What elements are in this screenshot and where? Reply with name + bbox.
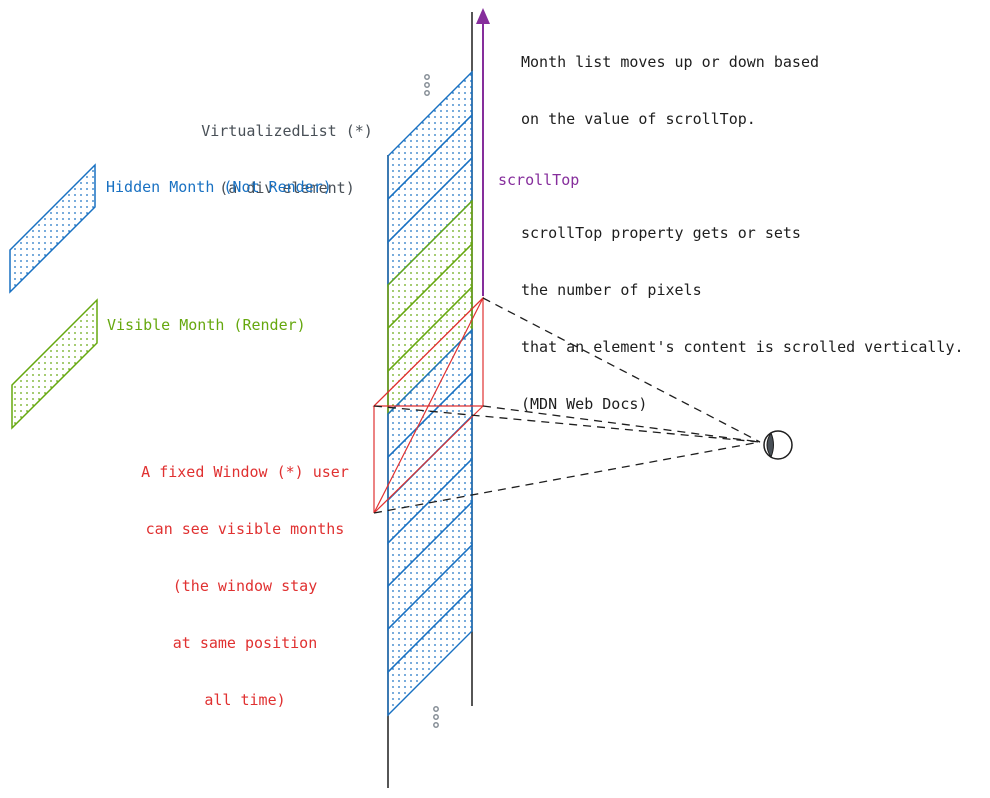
month-stack (387, 70, 473, 717)
fixed-window (372, 296, 484, 514)
scrolltop-label: scrollTop (498, 171, 580, 189)
virtualized-list-label: VirtualizedList (*) (a div element) (177, 84, 397, 217)
note-line: (MDN Web Docs) (521, 395, 648, 413)
note-line: Month list moves up or down based (521, 53, 820, 71)
fixed-window-label: A fixed Window (*) user can see visible … (125, 425, 365, 729)
note-line: the number of pixels (521, 281, 702, 299)
note-spacer (521, 167, 964, 186)
legend-visible-label: Visible Month (Render) (107, 316, 306, 334)
sight-lines (373, 297, 761, 514)
window-label-line: all time) (204, 691, 286, 709)
eye-icon (763, 430, 793, 460)
scroll-arrow (476, 8, 490, 296)
window-label-line: can see visible months (145, 520, 345, 538)
arrow-up-icon (476, 8, 490, 24)
legend-hidden-swatch (9, 163, 96, 294)
note-line: scrollTop property gets or sets (521, 224, 801, 242)
legend-hidden-label: Hidden Month (Not Render) (106, 178, 332, 196)
window-label-line: A fixed Window (*) user (141, 463, 349, 481)
note-line: on the value of scrollTop. (521, 110, 756, 128)
ellipsis-icon (424, 74, 430, 96)
window-label-line: (the window stay (172, 577, 318, 595)
virtualized-list-subtitle: (a div element) (219, 179, 355, 197)
note-line: that an element's content is scrolled ve… (521, 338, 964, 356)
ellipsis-icon (433, 706, 439, 728)
scroll-explanation-note: Month list moves up or down based on the… (521, 15, 964, 433)
window-label-line: at same position (172, 634, 318, 652)
legend-visible-swatch (11, 298, 98, 430)
hidden-month (387, 586, 473, 717)
virtualized-list-title: VirtualizedList (*) (201, 122, 373, 140)
